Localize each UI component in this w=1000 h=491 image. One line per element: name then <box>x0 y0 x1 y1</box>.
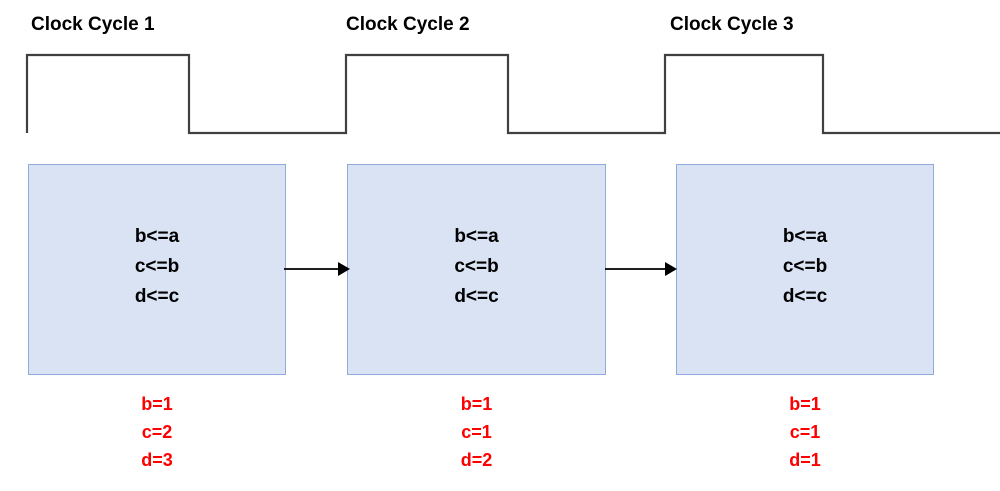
signal-value-1-d: d=3 <box>141 450 173 470</box>
pipeline-stage-box-2: b<=a c<=b d<=c <box>347 164 606 375</box>
clock-waveform <box>25 53 1000 135</box>
stage-3-code-line-1: b<=a <box>782 225 828 247</box>
cycle-label-2: Clock Cycle 2 <box>346 14 470 35</box>
stage-1-code: b<=a c<=b d<=c <box>135 222 179 312</box>
signal-value-1-b: b=1 <box>141 394 173 414</box>
pipeline-stage-box-3: b<=a c<=b d<=c <box>676 164 934 375</box>
stage-2-code-line-1: b<=a <box>454 225 499 247</box>
signal-value-3-d: d=1 <box>789 450 821 470</box>
signal-values-cycle-2: b=1 c=1 d=2 <box>347 390 606 474</box>
cycle-label-1: Clock Cycle 1 <box>31 14 155 35</box>
stage2-to-stage3-arrow <box>605 262 677 276</box>
signal-value-2-d: d=2 <box>460 450 493 470</box>
signal-value-2-c: c=1 <box>461 422 492 442</box>
signal-value-3-b: b=1 <box>789 394 821 414</box>
signal-value-2-b: b=1 <box>460 394 493 414</box>
stage-2-code-line-3: d<=c <box>454 285 499 307</box>
stage-1-code-line-3: d<=c <box>134 285 180 307</box>
pipeline-stage-box-1: b<=a c<=b d<=c <box>28 164 286 375</box>
stage-1-code-line-2: c<=b <box>134 255 180 277</box>
signal-value-3-c: c=1 <box>789 422 821 442</box>
signal-value-1-c: c=2 <box>141 422 173 442</box>
signal-values-cycle-1: b=1 c=2 d=3 <box>28 390 286 474</box>
stage-2-code: b<=a c<=b d<=c <box>454 222 498 312</box>
stage-2-code-line-2: c<=b <box>454 255 499 277</box>
stage1-to-stage2-arrow <box>284 262 350 276</box>
signal-values-cycle-3: b=1 c=1 d=1 <box>676 390 934 474</box>
stage-1-code-line-1: b<=a <box>134 225 180 247</box>
stage-3-code-line-3: d<=c <box>782 285 828 307</box>
cycle-label-3: Clock Cycle 3 <box>670 14 794 35</box>
stage-3-code-line-2: c<=b <box>782 255 828 277</box>
stage-3-code: b<=a c<=b d<=c <box>783 222 827 312</box>
